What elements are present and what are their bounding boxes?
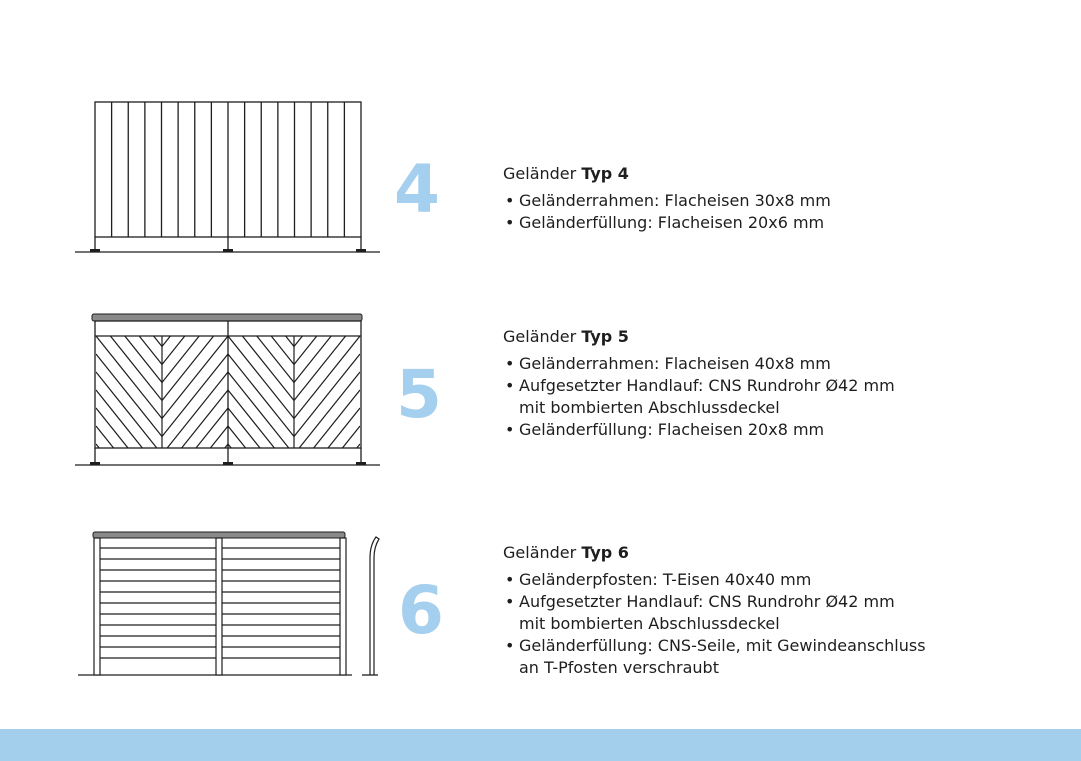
type-5-bullet: Geländerfüllung: Flacheisen 20x8 mm (503, 419, 1023, 441)
infill-diagonal (96, 353, 163, 437)
type-6-title: Geländer Typ 6 (503, 542, 1023, 564)
infill-diagonal (293, 336, 318, 365)
infill-diagonal (161, 336, 215, 401)
infill-diagonal (256, 336, 295, 383)
infill-diagonal (294, 308, 360, 311)
infill-diagonal (293, 353, 360, 437)
type-6-bullet: Aufgesetzter Handlauf: CNS Rundrohr Ø42 … (503, 591, 1023, 613)
infill-diagonal (96, 425, 115, 448)
type-6-number: 6 (398, 572, 444, 649)
infill-diagonal (162, 308, 228, 311)
infill-diagonal (109, 336, 163, 401)
infill-diagonal (138, 336, 163, 365)
infill-diagonal (228, 371, 290, 448)
infill-diagonal (298, 371, 360, 448)
railing-type-4-drawing (75, 101, 380, 253)
infill-diagonal (270, 336, 295, 365)
type-6-bullet-continuation: mit bombierten Abschlussdeckel (519, 614, 780, 633)
t-post (93, 537, 101, 676)
infill-diagonal (96, 407, 129, 448)
infill-diagonal (209, 425, 228, 448)
infill-diagonal (293, 336, 347, 401)
infill-diagonal (228, 407, 261, 448)
type-5-number: 5 (396, 356, 442, 433)
type-6-title-prefix: Geländer (503, 543, 577, 562)
railing-type-5-drawing (75, 308, 380, 473)
infill-diagonal (161, 353, 228, 437)
type-5-bullet: Aufgesetzter Handlauf: CNS Rundrohr Ø42 … (503, 375, 1023, 397)
type-5-title: Geländer Typ 5 (503, 326, 1023, 348)
type-4-spec: Geländer Typ 4 Geländerrahmen: Flacheise… (503, 163, 1023, 234)
infill-diagonal (166, 371, 228, 448)
infill-diagonal (228, 336, 295, 419)
infill-diagonal (161, 336, 228, 419)
infill-diagonal (96, 462, 162, 473)
infill-diagonal (96, 371, 158, 448)
type-4-bullets: Geländerrahmen: Flacheisen 30x8 mm Gelän… (503, 190, 1023, 234)
type-4-bullet: Geländerrahmen: Flacheisen 30x8 mm (503, 190, 1023, 212)
infill-diagonal (96, 308, 162, 311)
type-6-bullet: Geländerpfosten: T-Eisen 40x40 mm (503, 569, 1023, 591)
type-4-bullet: Geländerfüllung: Flacheisen 20x6 mm (503, 212, 1023, 234)
type-5-title-prefix: Geländer (503, 327, 577, 346)
type-6-bullet: Geländerfüllung: CNS-Seile, mit Gewindea… (503, 635, 1023, 657)
infill-diagonal (195, 407, 228, 448)
type-6-title-bold: Typ 6 (581, 543, 629, 562)
infill-diagonal (293, 336, 332, 383)
infill-diagonal (162, 462, 228, 473)
infill-diagonal (180, 389, 228, 448)
type-4-number: 4 (394, 151, 440, 228)
type-6-spec: Geländer Typ 6 Geländerpfosten: T-Eisen … (503, 542, 1023, 679)
infill-diagonal (293, 336, 360, 419)
infill-diagonal (241, 336, 295, 401)
infill-diagonal (312, 389, 360, 448)
type-5-bullet: Geländerrahmen: Flacheisen 40x8 mm (503, 353, 1023, 375)
infill-diagonal (124, 336, 163, 383)
type-5-bullet-continuation: mit bombierten Abschlussdeckel (519, 398, 780, 417)
infill-diagonal (228, 462, 294, 473)
infill-diagonal (341, 425, 360, 448)
type-5-title-bold: Typ 5 (581, 327, 629, 346)
infill-diagonal (161, 336, 200, 383)
type-5-bullets: Geländerrahmen: Flacheisen 40x8 mm Aufge… (503, 353, 1023, 441)
infill-diagonal (161, 336, 186, 365)
footer-band (0, 729, 1081, 761)
type-4-title-bold: Typ 4 (581, 164, 629, 183)
type-4-title-prefix: Geländer (503, 164, 577, 183)
infill-diagonal (327, 407, 360, 448)
type-4-title: Geländer Typ 4 (503, 163, 1023, 185)
type-6-bullet-continuation: an T-Pfosten verschraubt (519, 658, 719, 677)
infill-diagonal (294, 462, 360, 473)
infill-diagonal (228, 389, 276, 448)
type-6-bullets: Geländerpfosten: T-Eisen 40x40 mm Aufges… (503, 569, 1023, 679)
infill-diagonal (228, 308, 294, 311)
infill-diagonal (228, 425, 247, 448)
infill-diagonal (96, 336, 163, 419)
t-post (215, 537, 223, 676)
t-post (339, 537, 347, 676)
infill-diagonal (96, 389, 144, 448)
type-5-spec: Geländer Typ 5 Geländerrahmen: Flacheise… (503, 326, 1023, 441)
railing-type-6-drawing (78, 531, 380, 676)
infill-diagonal (228, 353, 295, 437)
